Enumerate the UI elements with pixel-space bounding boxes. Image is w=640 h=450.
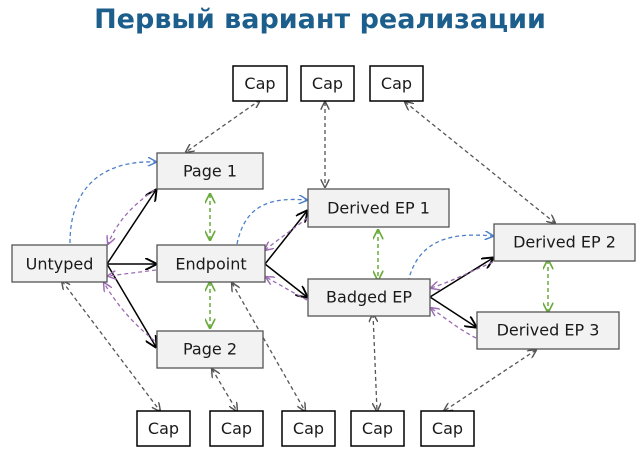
- node-page1: Page 1: [156, 152, 264, 190]
- node-label: Endpoint: [175, 255, 246, 274]
- arrow-badged-to-derived-ep3: [429, 296, 476, 327]
- cap-bottom-2: Cap: [209, 410, 264, 447]
- node-label: Derived EP 1: [327, 199, 430, 218]
- blue-link-badged-derived-ep2: [407, 235, 493, 283]
- arrow-endpoint-to-derived-ep1: [264, 211, 307, 265]
- cap-bottom-1: Cap: [136, 410, 191, 447]
- arrow-badged-to-derived-ep2: [429, 258, 493, 298]
- node-badged-ep: Badged EP: [307, 278, 431, 317]
- cap-label: Cap: [148, 419, 179, 438]
- cap-top-1: Cap: [232, 65, 288, 102]
- cap-link-untyped-bottom1: [62, 281, 160, 411]
- purple-link-derived-ep2-badged: [431, 261, 494, 288]
- cap-label: Cap: [312, 74, 343, 93]
- node-untyped: Untyped: [11, 244, 108, 283]
- cap-label: Cap: [221, 419, 252, 438]
- arrow-untyped-to-page2: [106, 263, 156, 347]
- node-endpoint: Endpoint: [156, 244, 266, 283]
- blue-links: [69, 162, 493, 283]
- cap-bottom-5: Cap: [420, 410, 475, 447]
- cap-label: Cap: [381, 74, 412, 93]
- node-page2: Page 2: [156, 330, 264, 369]
- cap-link-page2-bottom2: [212, 369, 237, 411]
- node-label: Page 1: [183, 162, 237, 181]
- node-derived-ep1: Derived EP 1: [307, 188, 450, 228]
- node-derived-ep2: Derived EP 2: [493, 223, 636, 262]
- node-label: Derived EP 2: [513, 233, 616, 252]
- purple-link-page1-untyped: [108, 185, 161, 244]
- blue-link-endpoint-derived-ep1: [236, 199, 307, 245]
- cap-links: [62, 100, 555, 411]
- blue-link-untyped-page1: [69, 162, 156, 244]
- cap-bottom-4: Cap: [350, 410, 405, 447]
- cap-link-endpoint-bottom3: [232, 283, 305, 411]
- cap-link-derived-ep3-bottom5: [444, 350, 536, 411]
- cap-link-badged-bottom4: [373, 314, 377, 411]
- purple-link-page2-untyped: [104, 283, 161, 346]
- node-label: Untyped: [26, 255, 94, 274]
- green-peer-links: [210, 194, 548, 328]
- cap-label: Cap: [362, 419, 393, 438]
- cap-label: Cap: [244, 74, 275, 93]
- cap-bottom-3: Cap: [281, 410, 336, 447]
- cap-label: Cap: [432, 419, 463, 438]
- node-label: Derived EP 3: [497, 321, 600, 340]
- arrow-untyped-to-page1: [106, 190, 156, 265]
- cap-top-2: Cap: [300, 65, 355, 102]
- slide-title: Первый вариант реализации: [94, 4, 546, 35]
- node-label: Badged EP: [326, 288, 412, 307]
- purple-link-endpoint-untyped: [108, 269, 157, 276]
- purple-link-derived-ep3-badged: [431, 308, 477, 339]
- purple-link-derived-ep1-endpoint: [265, 217, 308, 250]
- cap-top-3: Cap: [369, 65, 424, 102]
- cap-link-top1-page1: [186, 100, 260, 152]
- node-label: Page 2: [183, 340, 237, 359]
- arrow-endpoint-to-badged-ep: [264, 263, 307, 297]
- node-derived-ep3: Derived EP 3: [476, 311, 620, 350]
- cap-label: Cap: [293, 419, 324, 438]
